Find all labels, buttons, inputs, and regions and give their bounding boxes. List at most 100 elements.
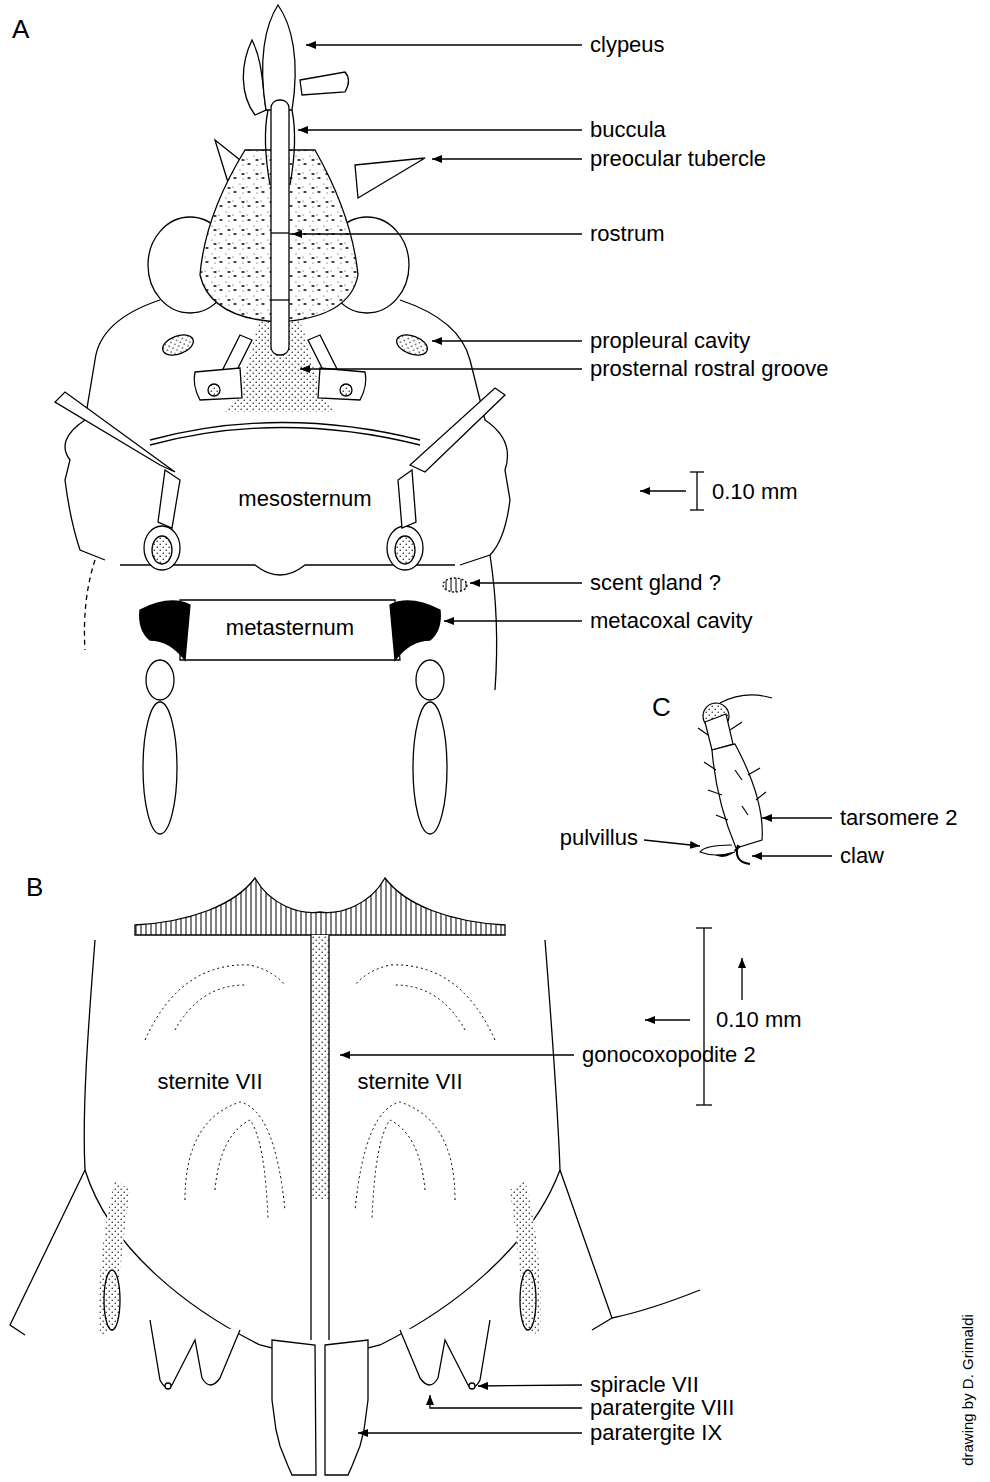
leader-lines bbox=[306, 44, 582, 45]
abdomen-drawing bbox=[10, 1170, 85, 1335]
leader-lines bbox=[298, 129, 582, 130]
scale-bar bbox=[690, 471, 704, 472]
panel-a-legs bbox=[387, 526, 423, 570]
panel-a-head bbox=[271, 100, 289, 355]
abdomen-drawing bbox=[99, 1180, 130, 1335]
part-label: claw bbox=[840, 844, 884, 867]
tarsus-drawing bbox=[742, 806, 748, 815]
abdomen-drawing bbox=[311, 935, 329, 1200]
part-label: paratergite IX bbox=[590, 1421, 722, 1444]
scale-bar bbox=[645, 1019, 690, 1020]
leader-lines bbox=[470, 582, 582, 583]
abdomen-drawing bbox=[145, 965, 495, 1220]
panel-a-legs bbox=[413, 702, 447, 834]
abdomen-drawing bbox=[340, 940, 560, 1355]
part-label: preocular tubercle bbox=[590, 147, 766, 170]
abdomen-drawing bbox=[10, 878, 700, 1475]
abdomen-drawing bbox=[165, 1383, 171, 1389]
tarsus-drawing bbox=[698, 722, 766, 820]
abdomen-drawing bbox=[310, 935, 311, 1340]
panel-a-head bbox=[271, 299, 289, 300]
panel-a-legs bbox=[194, 368, 242, 400]
tarsus-drawing bbox=[730, 722, 742, 730]
abdomen-drawing bbox=[185, 1102, 285, 1210]
tarsus-drawing bbox=[748, 768, 760, 775]
panel-a-legs bbox=[143, 702, 177, 834]
panel-a-legs bbox=[144, 526, 180, 570]
tarsus-drawing bbox=[735, 770, 742, 780]
panel-a-legs bbox=[55, 392, 175, 472]
scale-bar bbox=[690, 509, 704, 510]
tarsus-drawing bbox=[712, 744, 762, 848]
panel-a-sterna bbox=[140, 601, 190, 660]
panel-a-body bbox=[150, 423, 420, 441]
abdomen-drawing bbox=[510, 1180, 541, 1335]
panel-a-body bbox=[490, 555, 497, 690]
panel-a-head bbox=[148, 5, 425, 355]
abdomen-drawing bbox=[135, 878, 505, 935]
scale-bar bbox=[696, 927, 712, 928]
panel-a-legs bbox=[158, 470, 180, 528]
part-label: rostrum bbox=[590, 222, 665, 245]
leader-lines bbox=[430, 1395, 582, 1408]
panel-a-legs bbox=[398, 470, 416, 528]
part-label: sternite VII bbox=[157, 1070, 262, 1093]
panel-letter: B bbox=[26, 874, 43, 901]
panel-a-head bbox=[300, 72, 349, 95]
panel-a-legs bbox=[55, 335, 505, 834]
part-label: prosternal rostral groove bbox=[590, 357, 828, 380]
abdomen-drawing bbox=[520, 1270, 536, 1330]
scale-bar bbox=[640, 490, 686, 491]
panel-a-legs bbox=[146, 660, 174, 700]
panel-a-body bbox=[84, 560, 95, 650]
scale-label: 0.10 mm bbox=[712, 480, 798, 503]
panel-a-head bbox=[265, 110, 270, 185]
panel-a-sterna bbox=[180, 600, 400, 660]
leader-lines bbox=[644, 840, 700, 846]
abdomen-drawing bbox=[355, 965, 495, 1040]
part-label: gonocoxopodite 2 bbox=[582, 1043, 756, 1066]
panel-a-sterna bbox=[160, 331, 196, 359]
part-label: buccula bbox=[590, 118, 666, 141]
panel-a-legs bbox=[318, 368, 366, 400]
part-label: propleural cavity bbox=[590, 329, 750, 352]
panel-a-legs bbox=[208, 384, 220, 396]
abdomen-drawing bbox=[84, 940, 300, 1355]
panel-a-legs bbox=[410, 388, 505, 472]
part-label: spiracle VII bbox=[590, 1373, 699, 1396]
part-label: tarsomere 2 bbox=[840, 806, 957, 829]
leader-lines bbox=[300, 368, 582, 369]
panel-a-head bbox=[355, 158, 425, 198]
panel-a-legs bbox=[340, 384, 352, 396]
abdomen-drawing bbox=[560, 1170, 612, 1330]
leader-lines bbox=[444, 620, 582, 621]
panel-a-sterna bbox=[394, 331, 430, 359]
credit-note: drawing by D. Grimaldi bbox=[960, 1314, 976, 1466]
tarsus-drawing bbox=[708, 790, 722, 795]
scale-bar bbox=[696, 1104, 712, 1105]
scale-bar bbox=[741, 958, 742, 1000]
tarsus-drawing bbox=[756, 792, 766, 800]
panel-a-head bbox=[290, 110, 295, 185]
panel-a-head bbox=[263, 5, 296, 110]
abdomen-drawing bbox=[355, 1102, 455, 1210]
abdomen-drawing bbox=[175, 985, 245, 1030]
part-label: mesosternum bbox=[238, 487, 371, 510]
panel-a-legs bbox=[395, 536, 415, 564]
abdomen-drawing bbox=[612, 1290, 700, 1318]
panel-a-sterna bbox=[390, 601, 440, 660]
tarsus-drawing bbox=[705, 714, 733, 750]
part-label: metasternum bbox=[226, 616, 354, 639]
abdomen-drawing bbox=[372, 1120, 425, 1220]
leader-lines bbox=[432, 340, 582, 341]
leader-lines bbox=[762, 817, 832, 818]
abdomen-drawing bbox=[104, 1270, 120, 1330]
panel-a-sterna bbox=[140, 310, 467, 660]
abdomen-drawing bbox=[325, 1340, 368, 1475]
abdomen-drawing bbox=[150, 1320, 240, 1388]
scale-bar bbox=[703, 928, 704, 1105]
part-label: clypeus bbox=[590, 33, 665, 56]
panel-a-head bbox=[271, 232, 289, 233]
